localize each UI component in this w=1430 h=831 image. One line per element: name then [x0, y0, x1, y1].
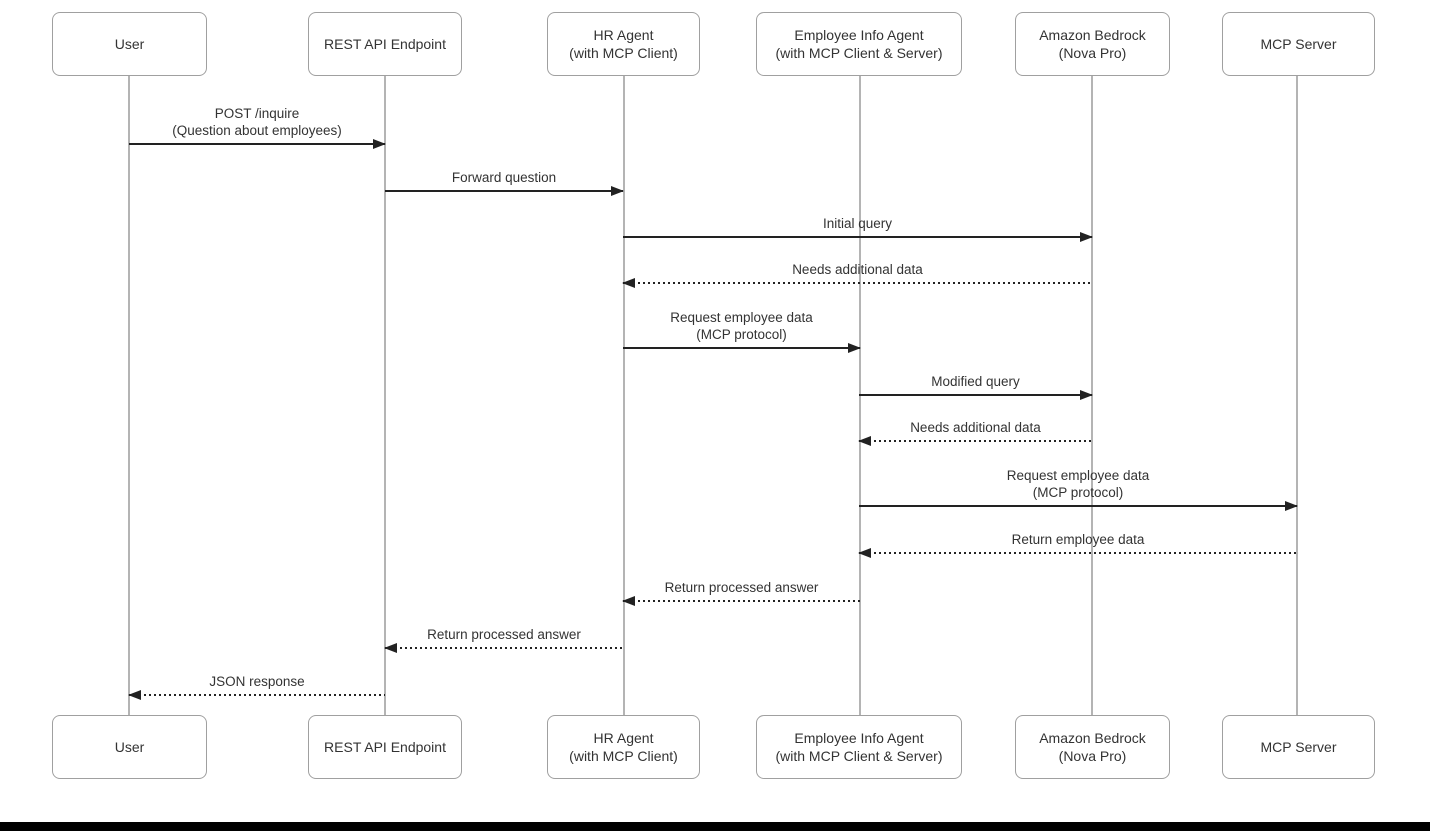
message-line: [385, 647, 623, 649]
participant-label: MCP Server: [1260, 36, 1337, 52]
message-label: Return employee data: [1011, 532, 1145, 547]
participant-top-rest-api-endpoint: REST API Endpoint: [308, 12, 462, 76]
participant-sublabel: (with MCP Client & Server): [775, 45, 943, 61]
arrowhead-icon: [622, 596, 635, 606]
message-request-employee-data-2: Request employee data (MCP protocol): [859, 459, 1298, 511]
arrowhead-icon: [373, 139, 386, 149]
lifeline-user: [128, 76, 130, 715]
message-line: [859, 440, 1092, 442]
message-label: Needs additional data: [792, 262, 923, 277]
message-label: Initial query: [822, 216, 893, 231]
participant-top-mcp-server: MCP Server: [1222, 12, 1375, 76]
message-label: JSON response: [209, 674, 305, 689]
participant-bottom-rest-api-endpoint: REST API Endpoint: [308, 715, 462, 779]
message-line: [623, 347, 860, 349]
participant-label: Amazon Bedrock: [1039, 730, 1146, 746]
participant-bottom-amazon-bedrock: Amazon Bedrock (Nova Pro): [1015, 715, 1170, 779]
participant-bottom-hr-agent: HR Agent (with MCP Client): [547, 715, 700, 779]
participant-label: Employee Info Agent: [794, 27, 924, 43]
message-line: [129, 694, 385, 696]
participant-top-hr-agent: HR Agent (with MCP Client): [547, 12, 700, 76]
arrowhead-icon: [848, 343, 861, 353]
message-initial-query: Initial query: [623, 190, 1093, 242]
participant-bottom-mcp-server: MCP Server: [1222, 715, 1375, 779]
message-line: [129, 143, 385, 145]
participant-label: HR Agent: [593, 27, 654, 43]
arrowhead-icon: [384, 643, 397, 653]
message-label: Modified query: [931, 374, 1020, 389]
lifeline-hr-agent: [623, 76, 625, 715]
participant-bottom-user: User: [52, 715, 207, 779]
message-json-response: JSON response: [128, 648, 385, 700]
arrowhead-icon: [128, 690, 141, 700]
message-return-processed-answer-1: Return processed answer: [622, 554, 860, 606]
message-label: Return processed answer: [427, 627, 581, 642]
participant-top-amazon-bedrock: Amazon Bedrock (Nova Pro): [1015, 12, 1170, 76]
arrowhead-icon: [858, 548, 871, 558]
message-line: [859, 505, 1297, 507]
message-label: Request employee data (MCP protocol): [670, 310, 813, 342]
message-request-employee-data-1: Request employee data (MCP protocol): [623, 301, 861, 353]
arrowhead-icon: [1080, 232, 1093, 242]
participant-label: HR Agent: [593, 730, 654, 746]
participant-label: MCP Server: [1260, 739, 1337, 755]
message-label: POST /inquire (Question about employees): [172, 106, 342, 138]
arrowhead-icon: [611, 186, 624, 196]
message-label: Return processed answer: [664, 580, 819, 595]
participant-top-employee-info-agent: Employee Info Agent (with MCP Client & S…: [756, 12, 962, 76]
message-return-processed-answer-2: Return processed answer: [384, 601, 623, 653]
participant-label: Amazon Bedrock: [1039, 27, 1146, 43]
participant-sublabel: (with MCP Client): [569, 45, 678, 61]
participant-label: REST API Endpoint: [324, 36, 446, 52]
participant-sublabel: (with MCP Client): [569, 748, 678, 764]
message-needs-additional-data-2: Needs additional data: [858, 394, 1092, 446]
lifeline-mcp-server: [1296, 76, 1298, 715]
message-line: [385, 190, 623, 192]
message-line: [859, 552, 1297, 554]
message-line: [623, 600, 860, 602]
arrowhead-icon: [1080, 390, 1093, 400]
message-label: Needs additional data: [910, 420, 1041, 435]
participant-label: REST API Endpoint: [324, 739, 446, 755]
arrowhead-icon: [1285, 501, 1298, 511]
message-needs-additional-data-1: Needs additional data: [622, 236, 1092, 288]
participant-label: User: [114, 739, 145, 755]
participant-bottom-employee-info-agent: Employee Info Agent (with MCP Client & S…: [756, 715, 962, 779]
participant-sublabel: (Nova Pro): [1058, 748, 1127, 764]
lifeline-rest-api-endpoint: [384, 76, 386, 715]
arrowhead-icon: [622, 278, 635, 288]
message-line: [623, 236, 1092, 238]
participant-sublabel: (with MCP Client & Server): [775, 748, 943, 764]
message-forward-question: Forward question: [385, 144, 624, 196]
message-modified-query: Modified query: [859, 348, 1093, 400]
arrowhead-icon: [858, 436, 871, 446]
message-line: [623, 282, 1092, 284]
participant-top-user: User: [52, 12, 207, 76]
message-return-employee-data: Return employee data: [858, 506, 1297, 558]
participant-sublabel: (Nova Pro): [1058, 45, 1127, 61]
bottom-black-bar: [0, 822, 1430, 831]
message-line: [859, 394, 1092, 396]
participant-label: User: [114, 36, 145, 52]
participant-label: Employee Info Agent: [794, 730, 924, 746]
message-label: Forward question: [451, 170, 557, 185]
message-post-inquire: POST /inquire (Question about employees): [129, 97, 386, 149]
message-label: Request employee data (MCP protocol): [1006, 468, 1150, 500]
